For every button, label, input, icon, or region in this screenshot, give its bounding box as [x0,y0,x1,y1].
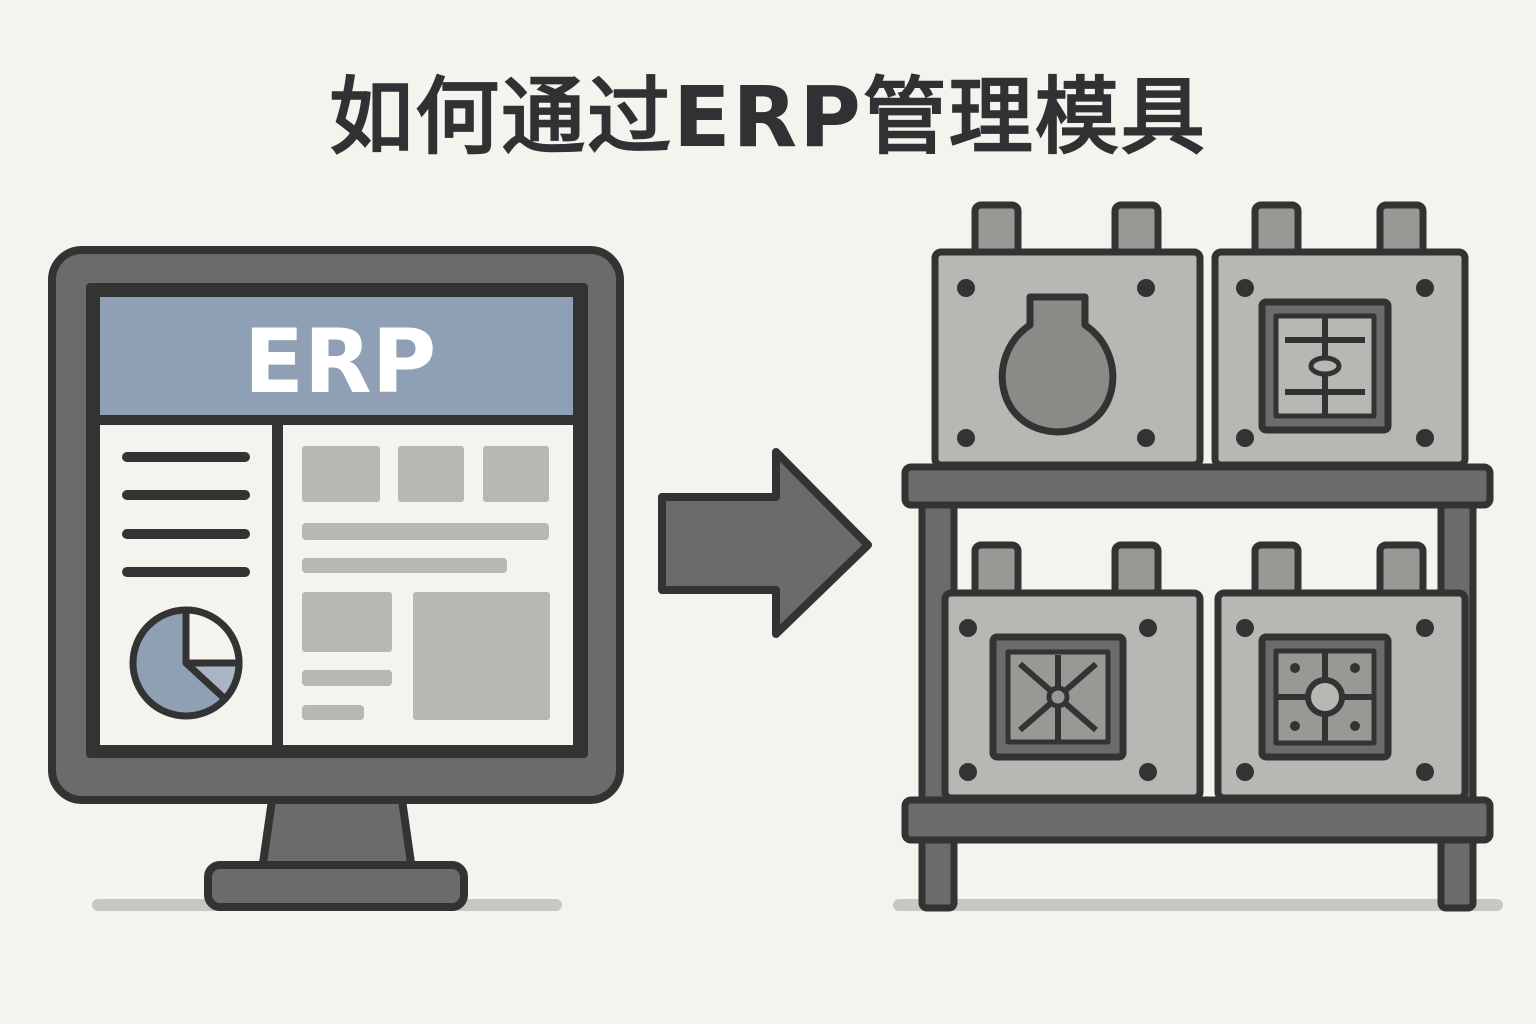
pie-chart-icon [129,606,243,720]
text-lines [122,452,250,577]
page-title: 如何通过ERP管理模具 [329,68,1207,166]
monitor-neck [258,796,416,874]
grid-cavity-icon [1258,298,1392,434]
arrow-right-icon [658,448,872,638]
star-cavity-icon [989,633,1127,761]
circle-cavity-icon [1258,633,1392,761]
monitor-base [204,861,468,911]
erp-header-bar [100,297,573,415]
shelf-plank-bottom [901,796,1494,844]
mold-bolts [957,279,1434,781]
shelf-shadow [893,899,1503,911]
dashboard-widgets [302,446,550,720]
mold-shelf [893,201,1503,912]
erp-label: ERP [244,310,436,413]
drop-cavity-icon [998,293,1117,436]
shelf-plank-top [901,463,1494,509]
